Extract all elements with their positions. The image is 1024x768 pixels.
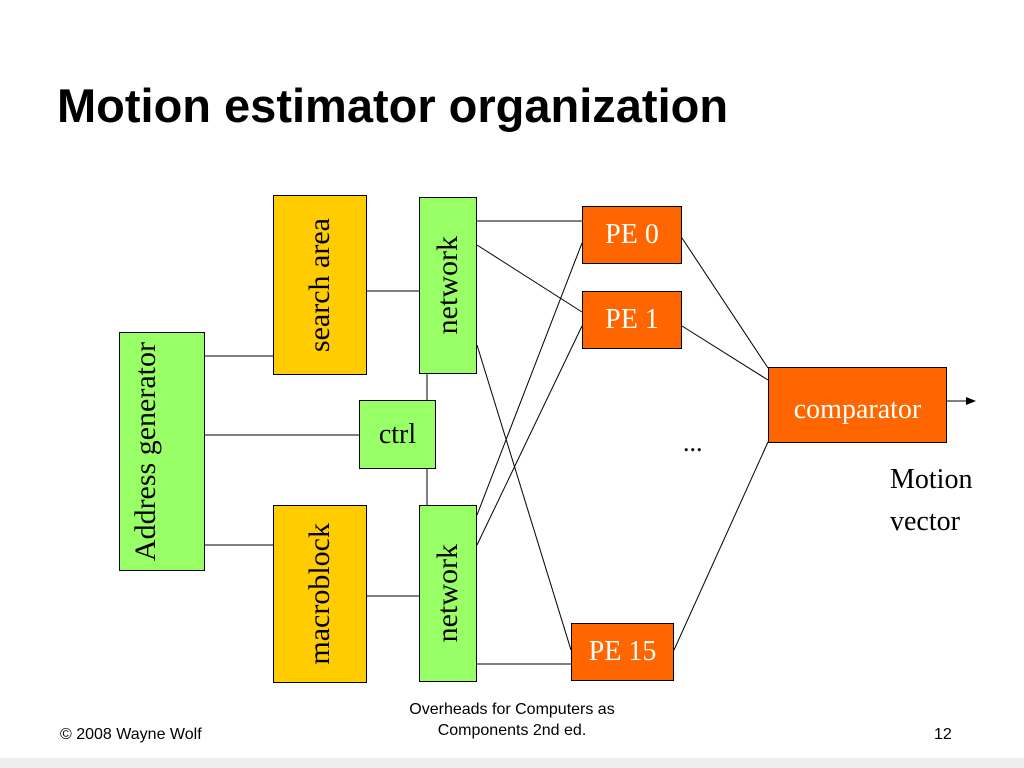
ctrl-label: ctrl [378, 418, 417, 450]
address-generator-block: Address generator [119, 332, 205, 571]
wire-netbot-pe0 [476, 242, 583, 516]
network-bottom-block: network [419, 505, 477, 682]
motion-vector-label-line2: vector [890, 506, 960, 537]
footer-page-number: 12 [934, 726, 952, 743]
network-top-label: network [431, 236, 464, 335]
pe-1-label: PE 1 [605, 304, 659, 335]
macroblock-label: macroblock [303, 523, 336, 665]
wire-pe1-to-comparator [681, 325, 769, 381]
footer-bar [0, 758, 1024, 768]
comparator-label: comparator [793, 394, 922, 425]
network-top-block: network [419, 197, 477, 374]
pe-0-label: PE 0 [605, 219, 659, 250]
footer-copyright: © 2008 Wayne Wolf [60, 726, 202, 743]
pe-ellipsis: ... [683, 428, 703, 457]
address-generator-label: Address generator [129, 341, 162, 562]
pe-1-block: PE 1 [582, 291, 682, 349]
wire-netbot-pe1 [476, 325, 583, 546]
ctrl-block: ctrl [359, 400, 436, 469]
pe-15-label: PE 15 [588, 636, 657, 667]
motion-vector-label-line1: Motion [890, 464, 973, 495]
footer-source-line2: Components 2nd ed. [437, 722, 587, 739]
pe-15-block: PE 15 [571, 623, 674, 681]
pe-0-block: PE 0 [582, 206, 682, 264]
search-area-memory: search area [273, 195, 367, 375]
wire-pe0-to-comparator [681, 237, 769, 369]
wire-nettop-pe15 [476, 344, 572, 651]
footer-source: Overheads for Computers as Components 2n… [362, 699, 662, 741]
comparator-block: comparator [768, 367, 947, 443]
search-area-label: search area [303, 217, 336, 353]
wire-pe15-to-comparator [673, 441, 769, 651]
footer-source-line1: Overheads for Computers as [409, 701, 615, 718]
wire-nettop-pe1 [476, 244, 583, 313]
macroblock-memory: macroblock [273, 505, 367, 683]
network-bottom-label: network [431, 544, 464, 643]
slide-title: Motion estimator organization [57, 79, 729, 132]
